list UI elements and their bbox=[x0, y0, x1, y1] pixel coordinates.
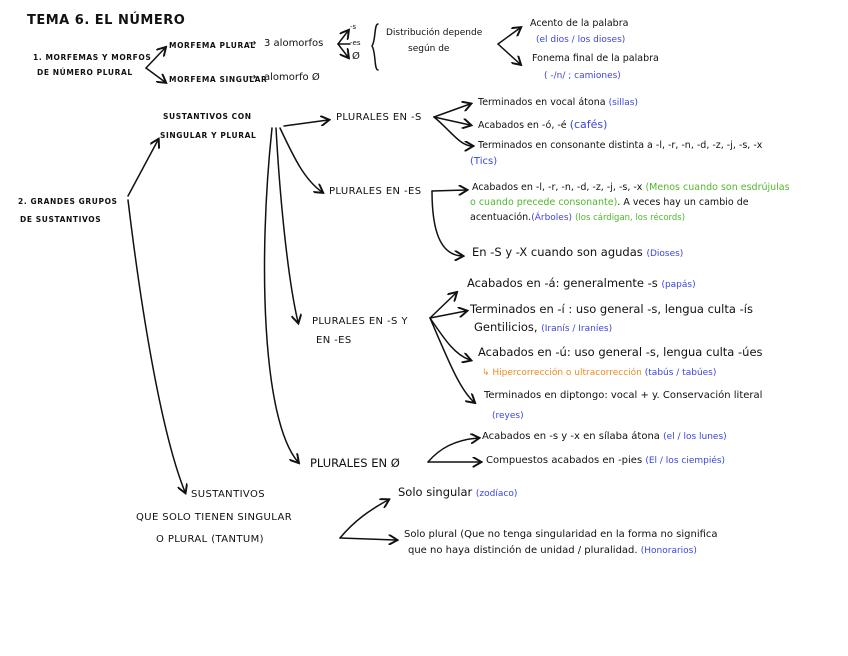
plurales-s-es-item-4-example: (reyes) bbox=[492, 411, 524, 421]
alomorfo-cero: Ø bbox=[352, 51, 360, 62]
plurales-es-item-1-line3: acentuación.(Árboles) (los cárdigan, los… bbox=[470, 212, 686, 223]
plurales-s-label: PLURALES EN -S bbox=[336, 112, 422, 123]
arrow-right-icon: → bbox=[248, 72, 257, 83]
tantum-label-line2: QUE SOLO TIENEN SINGULAR bbox=[136, 512, 293, 523]
morfema-singular-label: MORFEMA SINGULAR bbox=[169, 75, 268, 84]
plurales-cero-item-2: Compuestos acabados en -pies (El / los c… bbox=[486, 455, 726, 466]
criterio-fonema-example: ( -/n/ ; camiones) bbox=[544, 71, 621, 81]
plurales-s-item-3: Terminados en consonante distinta a -l, … bbox=[478, 140, 763, 151]
plurales-s-es-item-3-note: ↳ Hipercorrección o ultracorrección (tab… bbox=[482, 368, 717, 378]
plurales-s-es-item-3: Acabados en -ú: uso general -s, lengua c… bbox=[478, 345, 763, 359]
criterio-fonema: Fonema final de la palabra bbox=[532, 53, 659, 64]
con-singular-plural-line2: SINGULAR Y PLURAL bbox=[160, 131, 257, 140]
solo-singular-item: Solo singular (zodíaco) bbox=[398, 485, 518, 499]
alomorfo-es: -es bbox=[350, 39, 361, 47]
plurales-s-es-label-line2: EN -ES bbox=[316, 335, 352, 346]
plurales-s-es-item-2-line2: Gentilicios, (Iranís / Iraníes) bbox=[474, 320, 613, 334]
alomorfo-s: -s bbox=[350, 23, 357, 31]
criterio-acento-example: (el dios / los dioses) bbox=[536, 35, 626, 45]
plurales-s-item-3-example: (Tics) bbox=[470, 156, 498, 167]
alomorfos-label: 3 alomorfos bbox=[264, 38, 324, 49]
plurales-s-item-1: Terminados en vocal átona (sillas) bbox=[478, 97, 638, 108]
distribucion-line2: según de bbox=[408, 44, 450, 54]
plurales-es-item-2: En -S y -X cuando son agudas (Dioses) bbox=[472, 245, 684, 259]
tantum-label-line1: SUSTANTIVOS bbox=[191, 489, 266, 500]
plurales-s-es-item-1: Acabados en -á: generalmente -s (papás) bbox=[467, 276, 696, 290]
plurales-es-item-1: Acabados en -l, -r, -n, -d, -z, -j, -s, … bbox=[472, 182, 790, 193]
plurales-cero-label: PLURALES EN Ø bbox=[310, 456, 400, 470]
section1-label-line2: DE NÚMERO PLURAL bbox=[37, 68, 133, 77]
solo-plural-item: Solo plural (Que no tenga singularidad e… bbox=[404, 529, 718, 540]
alomorfo-cero-label: alomorfo Ø bbox=[264, 72, 320, 83]
plurales-es-item-1-line2: o cuando precede consonante). A veces ha… bbox=[470, 197, 749, 208]
con-singular-plural-line1: SUSTANTIVOS CON bbox=[163, 112, 252, 121]
section2-label-line1: 2. GRANDES GRUPOS bbox=[18, 197, 118, 206]
section2-label-line2: DE SUSTANTIVOS bbox=[20, 215, 102, 224]
tantum-label-line3: O PLURAL (TANTUM) bbox=[156, 534, 264, 545]
plurales-s-es-item-2: Terminados en -í : uso general -s, lengu… bbox=[470, 302, 753, 316]
section1-label-line1: 1. MORFEMAS Y MORFOS bbox=[33, 53, 152, 62]
distribucion-line1: Distribución depende bbox=[386, 28, 483, 38]
criterio-acento: Acento de la palabra bbox=[530, 18, 629, 29]
plurales-cero-item-1: Acabados en -s y -x en sílaba átona (el … bbox=[482, 431, 727, 442]
plurales-s-es-label-line1: PLURALES EN -S Y bbox=[312, 316, 408, 327]
plurales-s-item-2: Acabados en -ó, -é (cafés) bbox=[478, 118, 608, 131]
morfema-plural-label: MORFEMA PLURAL bbox=[169, 41, 256, 50]
plurales-s-es-item-4: Terminados en diptongo: vocal + y. Conse… bbox=[484, 390, 763, 401]
page-title: TEMA 6. EL NÚMERO bbox=[27, 13, 186, 28]
plurales-es-label: PLURALES EN -ES bbox=[329, 186, 422, 197]
arrow-right-icon: → bbox=[248, 38, 257, 49]
solo-plural-item-line2: que no haya distinción de unidad / plura… bbox=[408, 545, 697, 556]
